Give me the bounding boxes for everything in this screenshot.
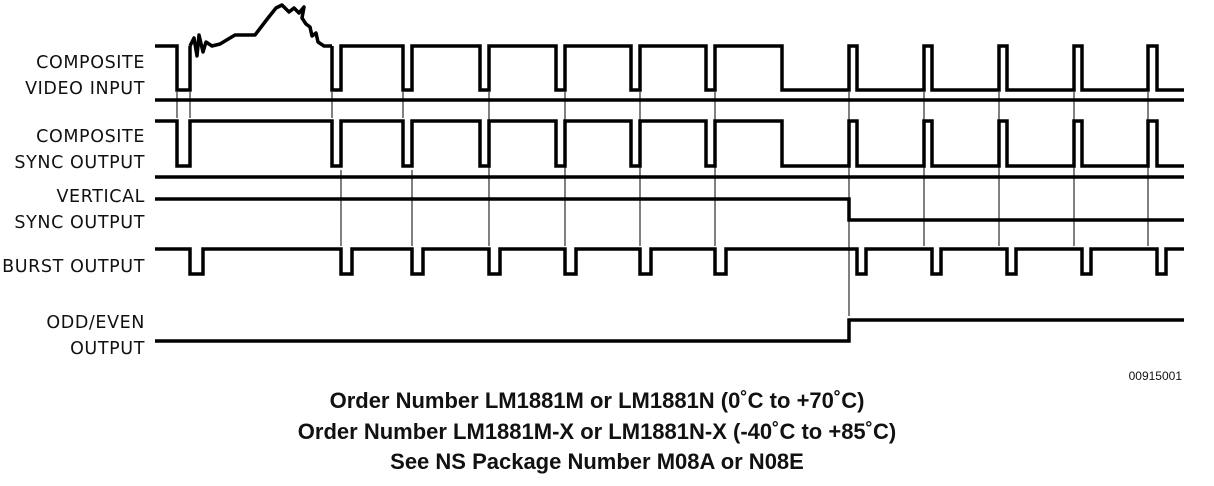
order-line-3: See NS Package Number M08A or N08E [390, 449, 804, 474]
composite-video-trace [155, 3, 1184, 102]
figure-id: 00915001 [1129, 369, 1183, 383]
vertical-sync-waveform [155, 197, 1184, 222]
composite-video-waveform [155, 44, 1184, 92]
odd-even-trace [155, 318, 1184, 343]
vertical-sync-label-line-1: VERTICAL [56, 187, 145, 207]
vertical-sync-label-line-2: SYNC OUTPUT [14, 213, 145, 233]
burst-output-trace [155, 247, 1184, 276]
composite-sync-label-line-2: SYNC OUTPUT [14, 153, 145, 173]
odd-even-label-line-1: ODD/EVEN [46, 313, 145, 333]
order-line-1: Order Number LM1881M or LM1881N (0˚C to … [330, 388, 865, 413]
composite-sync-trace [155, 119, 1184, 179]
composite-video-label-line-1: COMPOSITE [36, 53, 145, 73]
burst-output-label: BURST OUTPUT [2, 257, 145, 277]
order-line-2: Order Number LM1881M-X or LM1881N-X (-40… [298, 419, 896, 444]
video-content-scribble [188, 3, 332, 58]
burst-output-waveform [155, 247, 1184, 276]
composite-sync-waveform [155, 119, 1184, 168]
timing-reference-lines [176, 92, 1149, 316]
signal-labels: COMPOSITE VIDEO INPUT COMPOSITE SYNC OUT… [2, 53, 145, 359]
composite-sync-label-line-1: COMPOSITE [36, 127, 145, 147]
odd-even-label-line-2: OUTPUT [70, 339, 145, 359]
order-information: Order Number LM1881M or LM1881N (0˚C to … [298, 388, 896, 474]
odd-even-waveform [155, 318, 1184, 343]
vertical-sync-trace [155, 197, 1184, 222]
composite-video-label-line-2: VIDEO INPUT [25, 79, 145, 99]
